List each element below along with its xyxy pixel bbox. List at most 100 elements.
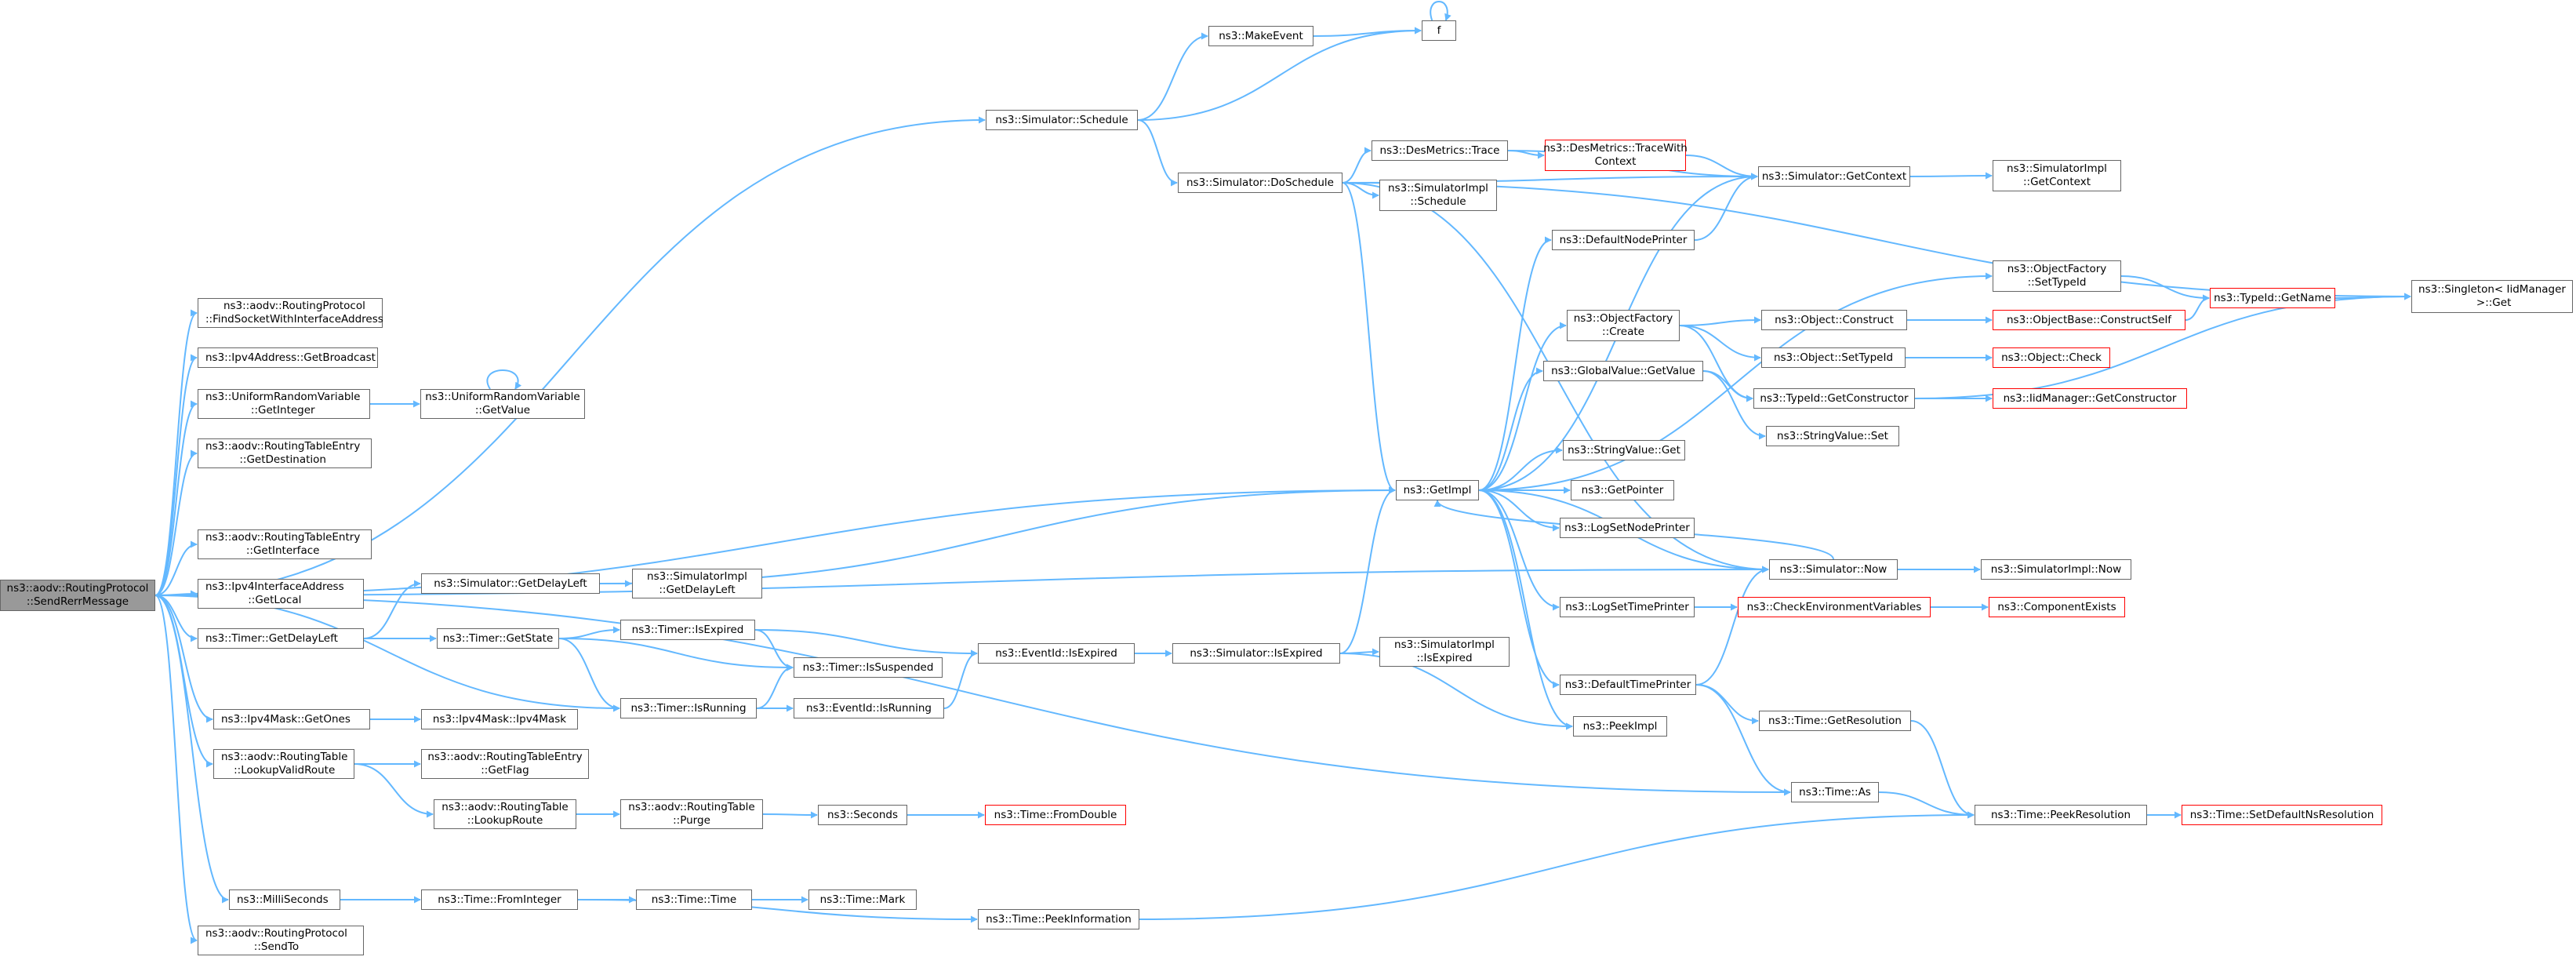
node-milliseconds[interactable]: ns3::MilliSeconds bbox=[229, 889, 340, 910]
node-sim_doschedule[interactable]: ns3::Simulator::DoSchedule bbox=[1178, 173, 1342, 193]
node-label: ns3::Timer::GetDelayLeft bbox=[205, 631, 338, 645]
node-globalvalue_getvalue[interactable]: ns3::GlobalValue::GetValue bbox=[1543, 361, 1703, 381]
node-timer_getstate[interactable]: ns3::Timer::GetState bbox=[437, 628, 559, 649]
node-object_construct[interactable]: ns3::Object::Construct bbox=[1761, 310, 1907, 330]
node-label: ns3::DefaultNodePrinter bbox=[1559, 233, 1688, 246]
edge-root-to-getbroadcast bbox=[154, 354, 198, 596]
node-time_setdefaultns[interactable]: ns3::Time::SetDefaultNsResolution bbox=[2182, 805, 2382, 825]
node-defaulttimeprinter[interactable]: ns3::DefaultTimePrinter bbox=[1560, 675, 1696, 695]
node-label: ns3::MilliSeconds bbox=[237, 893, 329, 906]
node-rt_lookuproute[interactable]: ns3::aodv::RoutingTable ::LookupRoute bbox=[434, 799, 576, 829]
node-getpointer[interactable]: ns3::GetPointer bbox=[1571, 480, 1674, 500]
node-sim_getcontext[interactable]: ns3::Simulator::GetContext bbox=[1758, 166, 1910, 187]
node-label: ns3::StringValue::Get bbox=[1568, 443, 1680, 457]
edge-timer_getdelayleft-to-sim_getdelayleft bbox=[363, 580, 421, 639]
edge-objfactory_settypeid-to-typeid_getname bbox=[2120, 275, 2210, 302]
node-object_check[interactable]: ns3::Object::Check bbox=[1993, 347, 2110, 368]
edge-root-to-rte_getdest bbox=[154, 449, 198, 596]
node-ipv4if_getlocal[interactable]: ns3::Ipv4InterfaceAddress ::GetLocal bbox=[198, 579, 364, 609]
edge-defaulttimeprinter-to-sim_now bbox=[1695, 566, 1769, 686]
node-simimpl_schedule[interactable]: ns3::SimulatorImpl ::Schedule bbox=[1379, 180, 1497, 211]
node-typeid_getconstructor[interactable]: ns3::TypeId::GetConstructor bbox=[1753, 388, 1915, 409]
node-time_getresolution[interactable]: ns3::Time::GetResolution bbox=[1759, 711, 1911, 731]
edge-sim_isexpired-to-getimpl bbox=[1339, 486, 1396, 654]
edge-time_as-to-time_peekresolution bbox=[1878, 791, 1975, 819]
edge-getimpl-to-stringvalue_get bbox=[1478, 446, 1563, 491]
node-sim_getdelayleft[interactable]: ns3::Simulator::GetDelayLeft bbox=[421, 573, 600, 594]
node-label: ns3::Timer::IsSuspended bbox=[802, 660, 934, 674]
node-label: ns3::SimulatorImpl ::Schedule bbox=[1388, 182, 1488, 208]
node-time_peekresolution[interactable]: ns3::Time::PeekResolution bbox=[1975, 805, 2147, 825]
node-label: ns3::aodv::RoutingProtocol ::SendRerrMes… bbox=[6, 582, 149, 608]
node-sim_isexpired[interactable]: ns3::Simulator::IsExpired bbox=[1172, 643, 1340, 664]
node-timer_issuspended[interactable]: ns3::Timer::IsSuspended bbox=[794, 657, 943, 678]
node-sim_now[interactable]: ns3::Simulator::Now bbox=[1769, 559, 1898, 580]
node-simimpl_isexpired[interactable]: ns3::SimulatorImpl ::IsExpired bbox=[1379, 637, 1510, 667]
node-timer_isrunning[interactable]: ns3::Timer::IsRunning bbox=[620, 698, 757, 718]
node-object_settypeid[interactable]: ns3::Object::SetTypeId bbox=[1761, 347, 1906, 368]
node-stringvalue_set[interactable]: ns3::StringValue::Set bbox=[1766, 426, 1899, 446]
node-simimpl_now[interactable]: ns3::SimulatorImpl::Now bbox=[1981, 559, 2131, 580]
node-makeevent[interactable]: ns3::MakeEvent bbox=[1208, 26, 1313, 46]
edge-desmetrics_tracewith-to-sim_getcontext bbox=[1685, 155, 1758, 180]
edge-globalvalue_getvalue-to-stringvalue_set bbox=[1702, 370, 1766, 440]
node-sim_schedule[interactable]: ns3::Simulator::Schedule bbox=[986, 110, 1138, 130]
node-objfactory_create[interactable]: ns3::ObjectFactory ::Create bbox=[1567, 310, 1680, 341]
node-urv_getval[interactable]: ns3::UniformRandomVariable ::GetValue bbox=[420, 389, 585, 419]
node-ipv4mask_getones[interactable]: ns3::Ipv4Mask::GetOnes bbox=[213, 709, 370, 729]
node-rte_getdest[interactable]: ns3::aodv::RoutingTableEntry ::GetDestin… bbox=[198, 438, 372, 468]
node-componentexists[interactable]: ns3::ComponentExists bbox=[1989, 597, 2125, 617]
node-time_peekinfo[interactable]: ns3::Time::PeekInformation bbox=[978, 909, 1139, 929]
node-rt_purge[interactable]: ns3::aodv::RoutingTable ::Purge bbox=[620, 799, 763, 829]
node-simimpl_getdelayleft[interactable]: ns3::SimulatorImpl ::GetDelayLeft bbox=[632, 569, 762, 598]
node-findsock[interactable]: ns3::aodv::RoutingProtocol ::FindSocketW… bbox=[198, 298, 383, 328]
node-timer_getdelayleft[interactable]: ns3::Timer::GetDelayLeft bbox=[198, 628, 364, 649]
edge-defaulttimeprinter-to-time_as bbox=[1695, 684, 1791, 796]
node-desmetrics_trace[interactable]: ns3::DesMetrics::Trace bbox=[1372, 140, 1508, 161]
node-label: ns3::PeekImpl bbox=[1582, 719, 1658, 733]
node-label: ns3::Time::Mark bbox=[819, 893, 906, 906]
node-time_fromdouble[interactable]: ns3::Time::FromDouble bbox=[985, 805, 1126, 825]
node-ipv4mask_ctor[interactable]: ns3::Ipv4Mask::Ipv4Mask bbox=[421, 709, 578, 729]
node-time_frominteger[interactable]: ns3::Time::FromInteger bbox=[421, 889, 578, 910]
edge-rt_lookupvalid-to-rt_lookuproute bbox=[354, 763, 434, 818]
node-label: ns3::UniformRandomVariable ::GetValue bbox=[425, 391, 580, 417]
node-typeid_getname[interactable]: ns3::TypeId::GetName bbox=[2210, 288, 2335, 308]
node-stringvalue_get[interactable]: ns3::StringValue::Get bbox=[1563, 440, 1685, 460]
node-time_as[interactable]: ns3::Time::As bbox=[1791, 782, 1879, 802]
node-label: ns3::ObjectFactory ::Create bbox=[1573, 312, 1673, 338]
node-objectbase_constructself[interactable]: ns3::ObjectBase::ConstructSelf bbox=[1993, 310, 2185, 330]
node-rt_lookupvalid[interactable]: ns3::aodv::RoutingTable ::LookupValidRou… bbox=[213, 749, 354, 779]
node-iidmanager_getconstructor[interactable]: ns3::IidManager::GetConstructor bbox=[1993, 388, 2187, 409]
node-label: ns3::Time::PeekInformation bbox=[986, 912, 1132, 926]
call-edges bbox=[154, 1, 2411, 944]
node-objfactory_settypeid[interactable]: ns3::ObjectFactory ::SetTypeId bbox=[1993, 260, 2121, 292]
node-simimpl_getcontext[interactable]: ns3::SimulatorImpl ::GetContext bbox=[1993, 160, 2121, 191]
node-getbroadcast[interactable]: ns3::Ipv4Address::GetBroadcast bbox=[198, 347, 378, 368]
node-lognodeprinter[interactable]: ns3::LogSetNodePrinter bbox=[1560, 518, 1695, 538]
node-getimpl[interactable]: ns3::GetImpl bbox=[1396, 480, 1479, 500]
node-rte_getif[interactable]: ns3::aodv::RoutingTableEntry ::GetInterf… bbox=[198, 529, 372, 559]
node-time_mark[interactable]: ns3::Time::Mark bbox=[808, 889, 917, 910]
node-rp_sendto[interactable]: ns3::aodv::RoutingProtocol ::SendTo bbox=[198, 926, 364, 955]
node-singleton_get[interactable]: ns3::Singleton< IidManager >::Get bbox=[2411, 280, 2573, 313]
node-logsettimeprinter[interactable]: ns3::LogSetTimePrinter bbox=[1560, 597, 1695, 617]
node-checkenv[interactable]: ns3::CheckEnvironmentVariables bbox=[1738, 597, 1931, 617]
node-label: ns3::aodv::RoutingTableEntry ::GetDestin… bbox=[205, 440, 361, 466]
node-eventid_isexpired[interactable]: ns3::EventId::IsExpired bbox=[978, 643, 1135, 664]
node-f[interactable]: f bbox=[1422, 20, 1456, 41]
edge-getimpl-to-defaulttimeprinter bbox=[1478, 489, 1560, 689]
node-urv_getint[interactable]: ns3::UniformRandomVariable ::GetInteger bbox=[198, 389, 370, 419]
node-rte_getflag[interactable]: ns3::aodv::RoutingTableEntry ::GetFlag bbox=[421, 749, 589, 779]
edge-makeevent-to-f bbox=[1313, 27, 1422, 37]
node-time_time[interactable]: ns3::Time::Time bbox=[636, 889, 752, 910]
node-eventid_isrunning[interactable]: ns3::EventId::IsRunning bbox=[794, 698, 944, 718]
node-label: ns3::MakeEvent bbox=[1219, 29, 1303, 42]
node-timer_isexpired[interactable]: ns3::Timer::IsExpired bbox=[620, 620, 755, 640]
node-defaultnodeprinter[interactable]: ns3::DefaultNodePrinter bbox=[1552, 230, 1695, 250]
node-label: ns3::aodv::RoutingTable ::Purge bbox=[628, 801, 755, 827]
node-seconds[interactable]: ns3::Seconds bbox=[818, 805, 907, 825]
node-desmetrics_tracewith[interactable]: ns3::DesMetrics::TraceWith Context bbox=[1543, 140, 1688, 171]
node-peekimpl[interactable]: ns3::PeekImpl bbox=[1573, 716, 1667, 737]
